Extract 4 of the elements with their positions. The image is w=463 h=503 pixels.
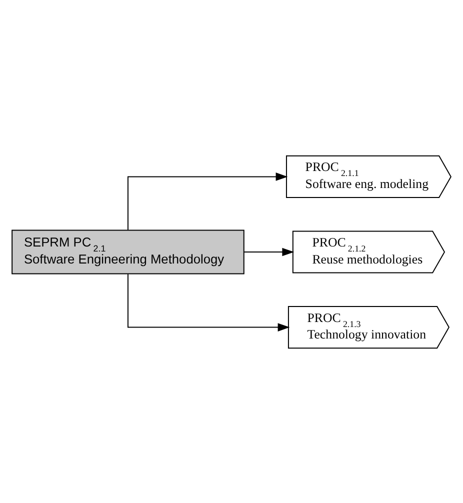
arrow <box>127 273 290 331</box>
node-box: SEPRM PC$_{2.1}$ Software Engineering Methodology <box>12 229 244 274</box>
arrow <box>244 247 294 256</box>
arrow <box>127 172 288 230</box>
